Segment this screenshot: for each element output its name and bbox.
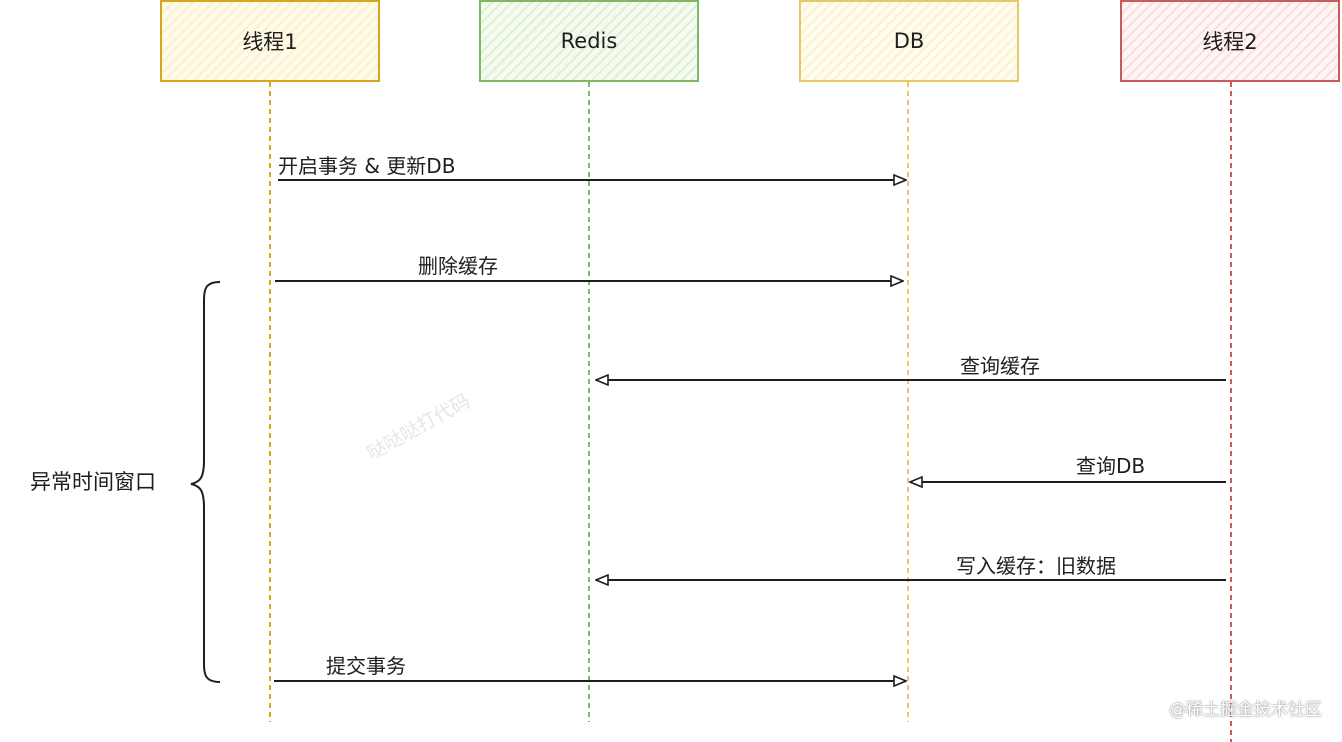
- participant-redis-label: Redis: [560, 29, 618, 53]
- participant-db-label: DB: [893, 29, 925, 53]
- message-label-2: 删除缓存: [418, 254, 498, 278]
- participant-redis: Redis: [479, 0, 699, 82]
- participant-db: DB: [799, 0, 1019, 82]
- message-label-6: 提交事务: [326, 654, 406, 678]
- window-label: 异常时间窗口: [30, 470, 156, 494]
- window-brace: [190, 281, 221, 683]
- participant-thread2: 线程2: [1120, 0, 1340, 82]
- footer-credit: @稀土掘金技术社区: [1169, 700, 1322, 720]
- message-label-3: 查询缓存: [960, 354, 1040, 378]
- message-label-5: 写入缓存：旧数据: [956, 554, 1116, 578]
- participant-thread1: 线程1: [160, 0, 380, 82]
- participant-thread1-label: 线程1: [242, 30, 298, 54]
- message-label-1: 开启事务 & 更新DB: [278, 154, 456, 178]
- participant-thread2-label: 线程2: [1202, 30, 1258, 54]
- message-label-4: 查询DB: [1076, 454, 1146, 478]
